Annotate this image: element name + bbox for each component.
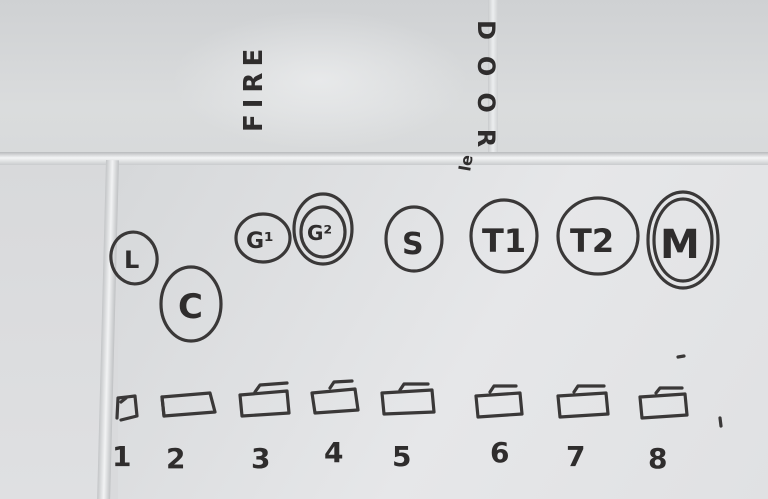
circle-G2-ring	[292, 192, 354, 266]
seat-3-box	[238, 389, 291, 418]
seat-3	[238, 381, 291, 418]
circle-L: L	[109, 230, 159, 286]
circle-G2: G²	[292, 192, 354, 266]
seat-number-8: 8	[648, 442, 667, 475]
wall-tile-main	[118, 165, 768, 499]
seat-number-3: 3	[251, 442, 270, 475]
fire-text: FIRE	[239, 43, 269, 132]
circle-G1-ring	[234, 212, 292, 264]
door-extra-label: le	[455, 153, 477, 173]
seat-number-1: 1	[112, 440, 131, 473]
seat-number-4: 4	[324, 436, 343, 469]
stray-mark	[718, 416, 723, 428]
circle-M-ring	[646, 190, 720, 290]
seat-4-back	[328, 379, 354, 390]
circle-T1-label: T1	[482, 222, 526, 260]
grout-line-horizontal	[0, 152, 768, 165]
light-glare	[170, 10, 470, 150]
seat-6	[474, 384, 524, 419]
circle-T1-ring	[469, 198, 539, 274]
seat-6-box	[474, 391, 524, 419]
circle-G1: G¹	[234, 212, 292, 264]
seat-1-back	[119, 396, 128, 404]
circle-C-ring	[159, 265, 223, 343]
circle-T2: T2	[556, 196, 640, 276]
circle-S-ring	[384, 205, 444, 273]
seat-number-5: 5	[392, 440, 411, 473]
seat-5-back	[398, 382, 430, 392]
seat-3-back	[253, 381, 289, 394]
seat-8-back	[654, 386, 684, 395]
seat-5-box	[380, 388, 436, 416]
seat-2-back	[160, 395, 166, 418]
seat-8-box	[638, 392, 689, 420]
door-label: DOOR	[472, 20, 500, 163]
wall-tile-left	[0, 165, 108, 499]
circle-T1: T1	[469, 198, 539, 274]
grout-line-vertical-top	[488, 0, 498, 152]
circle-L-ring	[109, 230, 159, 286]
seat-2	[160, 391, 217, 418]
door-text: DOOR	[472, 20, 500, 163]
circle-S: S	[384, 205, 444, 273]
fire-label: FIRE	[239, 43, 269, 132]
seat-number-2: 2	[166, 442, 185, 475]
circle-T2-label: T2	[570, 222, 614, 260]
circle-M-ring-inner	[652, 197, 714, 283]
seat-8	[638, 386, 689, 420]
circle-G2-ring-inner	[299, 205, 347, 259]
door-extra-text: le	[455, 153, 477, 173]
circle-T2-ring	[556, 196, 640, 276]
circle-L-label: L	[124, 246, 139, 274]
seat-5	[380, 382, 436, 416]
seat-4-box	[310, 387, 360, 415]
seat-6-back	[488, 384, 518, 394]
seat-1-box	[115, 394, 139, 422]
seat-4	[310, 379, 360, 415]
circle-M: M	[646, 190, 720, 290]
seat-number-6: 6	[490, 436, 509, 469]
circle-C-label: C	[178, 287, 203, 327]
circle-G2-label: G²	[307, 221, 332, 245]
seat-7-back	[572, 384, 606, 394]
circle-M-label: M	[660, 222, 700, 268]
stray-mark	[676, 354, 686, 359]
seat-2-box	[160, 391, 217, 418]
seat-7	[556, 384, 610, 419]
circle-C: C	[159, 265, 223, 343]
circle-G1-label: G¹	[246, 229, 274, 254]
seat-number-7: 7	[566, 440, 585, 473]
seat-1	[115, 394, 139, 422]
seat-7-box	[556, 391, 610, 419]
circle-S-label: S	[402, 227, 424, 262]
